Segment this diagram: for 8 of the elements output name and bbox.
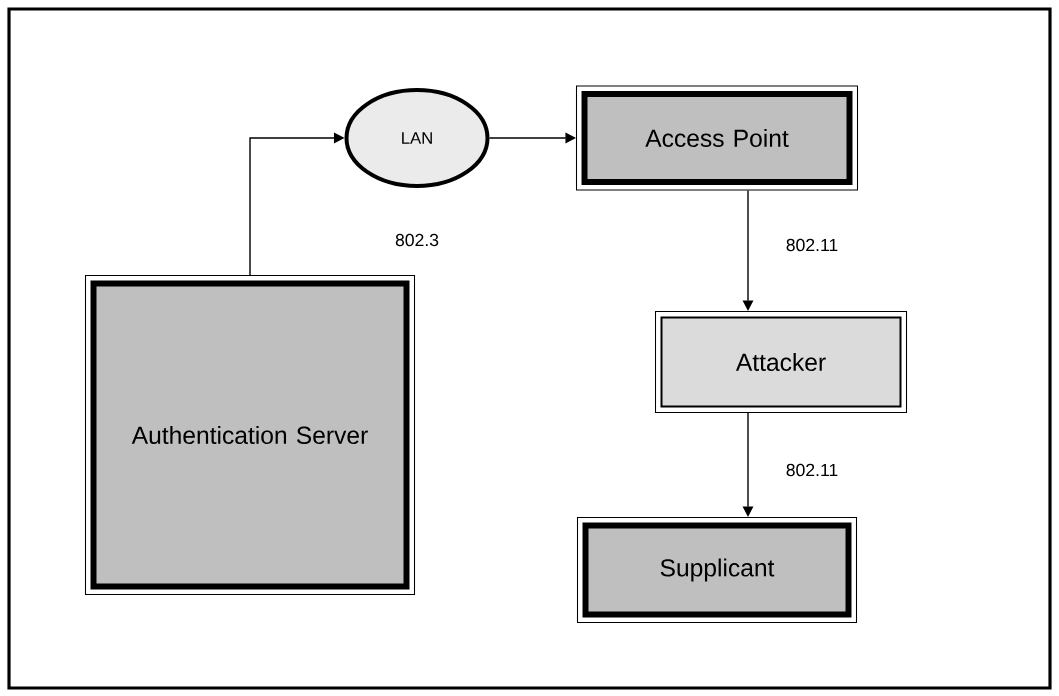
edge-label: 802.11 [784,237,840,253]
protocol-label: 802.3 [395,233,439,247]
device-box: Attacker [654,310,908,413]
ellipse-node: LAN [344,88,490,188]
edge-label: 802.11 [784,462,840,478]
device-box: Supplicant [577,516,858,623]
device-box: Access Point [576,85,859,191]
server-box: Authentication Server [85,274,416,595]
